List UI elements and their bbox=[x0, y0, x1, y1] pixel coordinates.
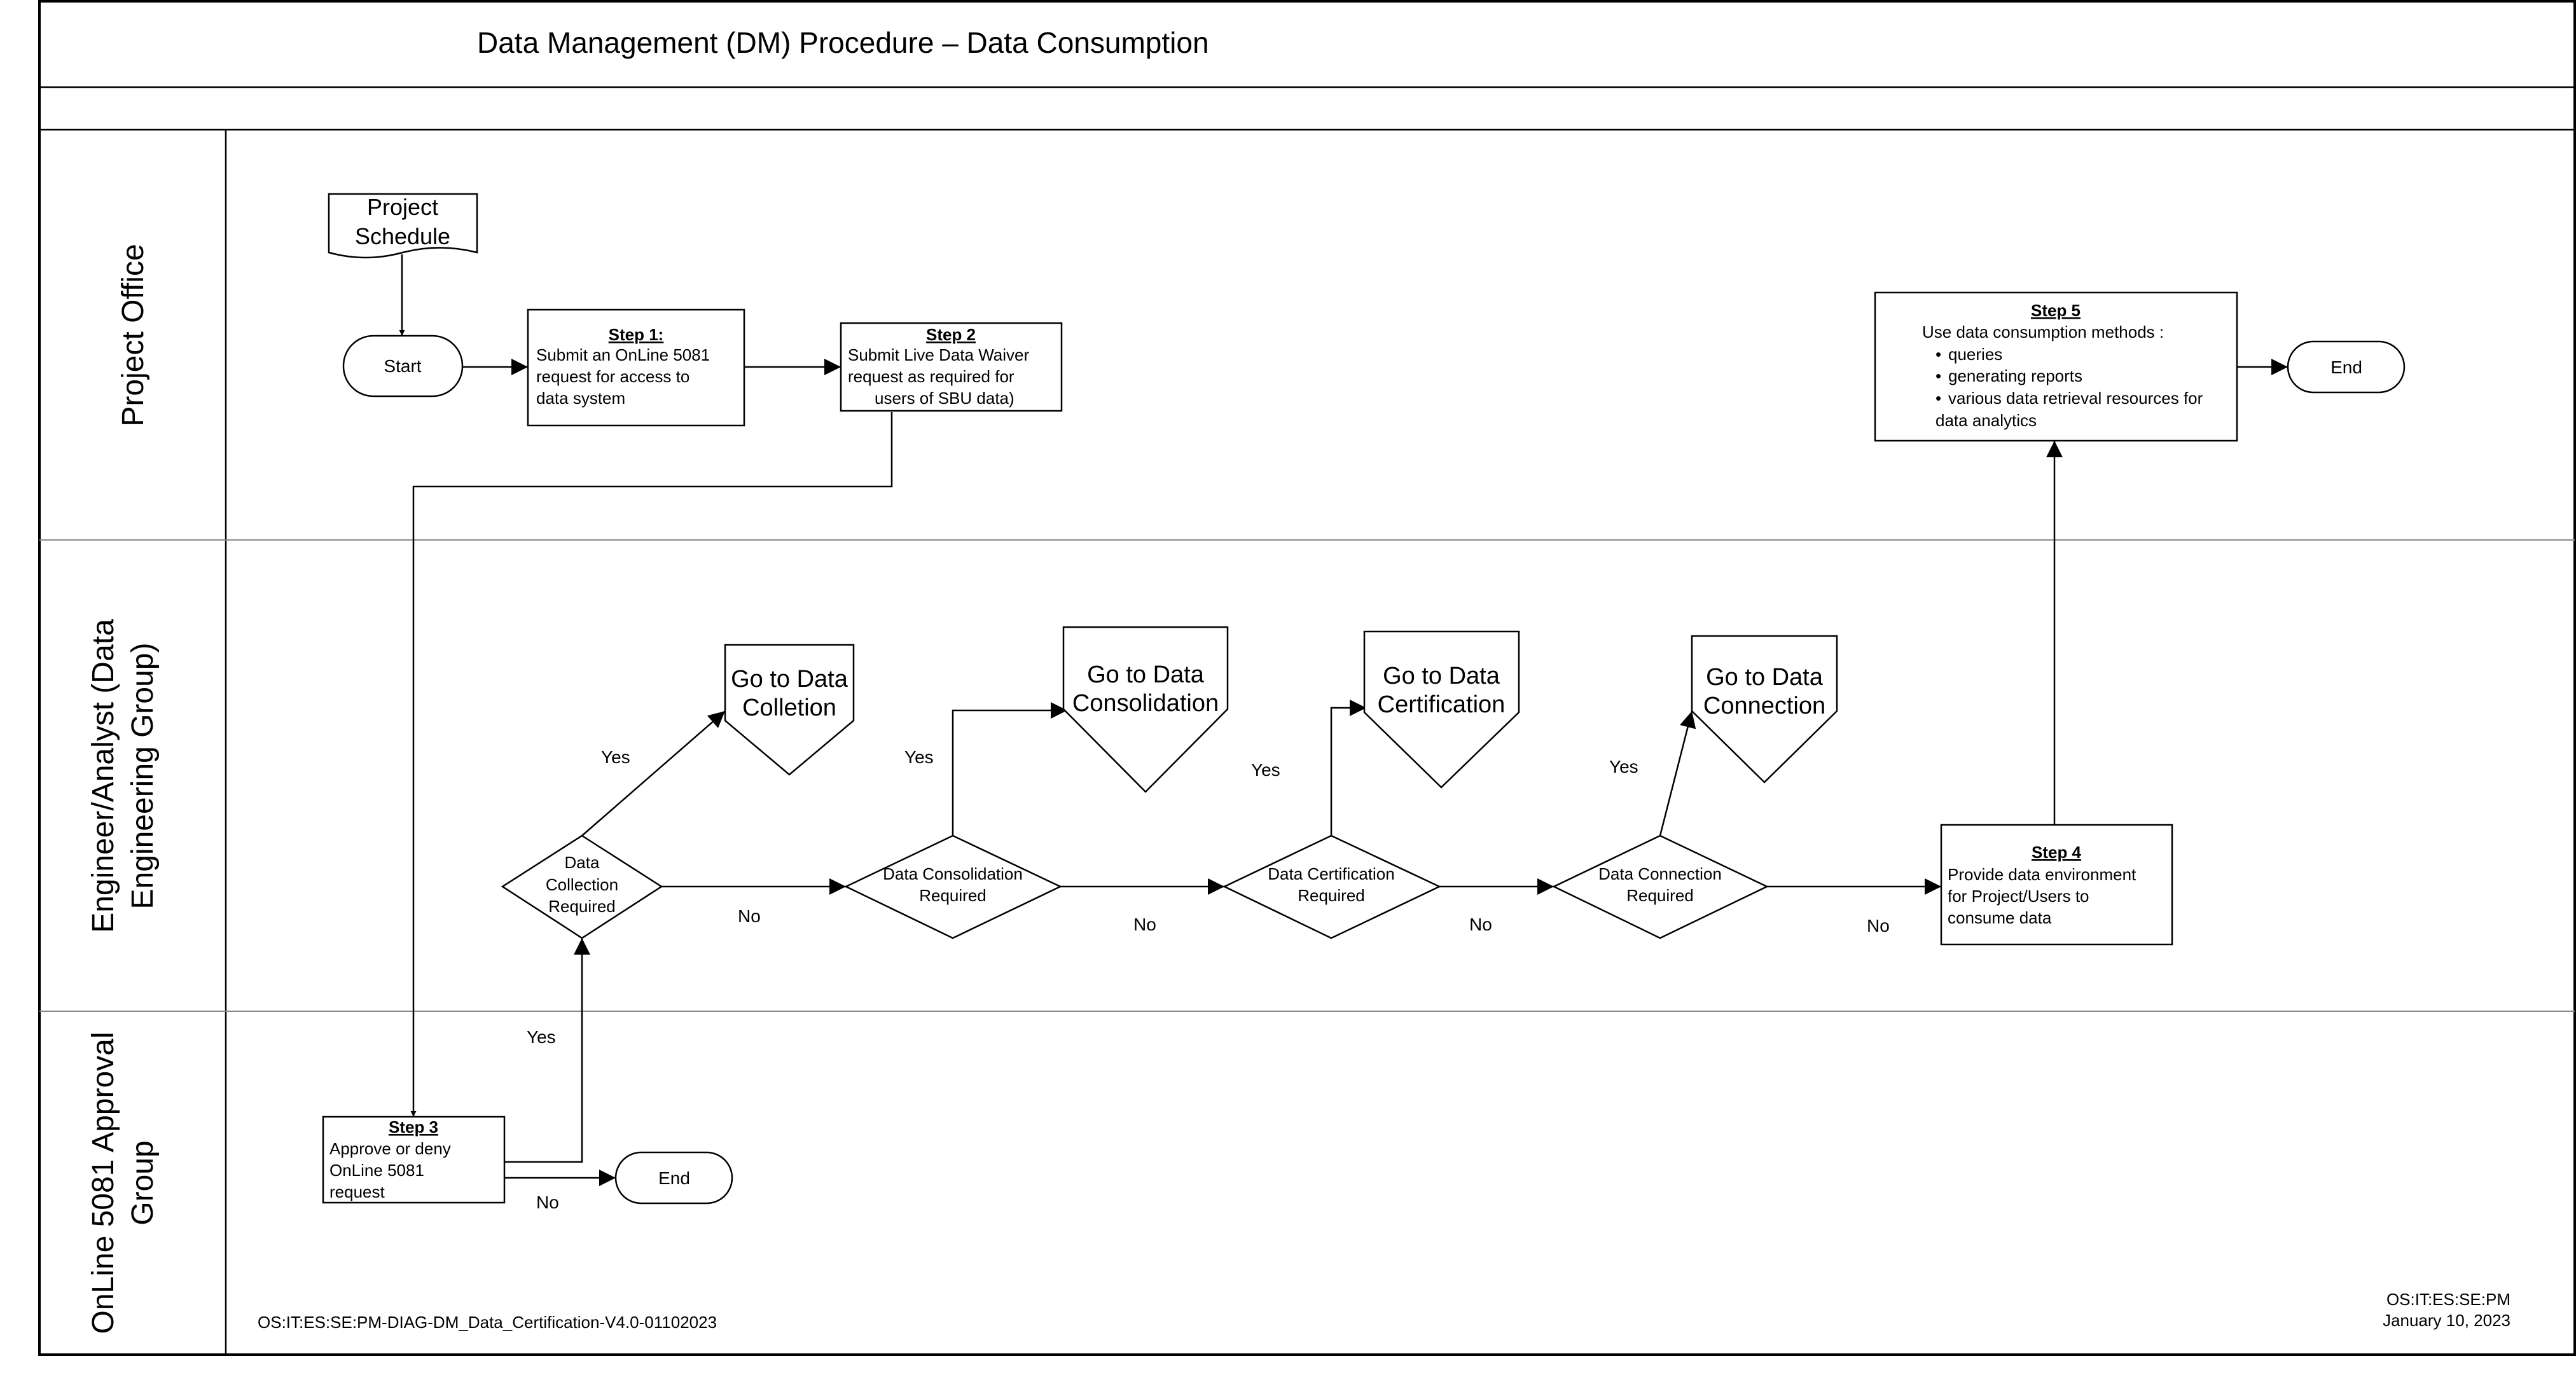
step2-box[interactable]: Step 2 Submit Live Data Waiver request a… bbox=[840, 322, 1063, 412]
decision-label: Data Consolidation bbox=[883, 864, 1023, 883]
lane-label-line: Project Office bbox=[116, 244, 150, 426]
step5-bullet-glyph: • bbox=[1935, 345, 1941, 364]
decision-label: Data Connection bbox=[1598, 864, 1722, 883]
offpage-data-certification[interactable]: Go to Data Certification bbox=[1363, 630, 1520, 789]
start-label: Start bbox=[384, 356, 421, 376]
diagram-frame bbox=[38, 0, 2576, 1356]
step4-title: Step 4 bbox=[2032, 843, 2082, 862]
end-terminator-approval[interactable]: End bbox=[614, 1151, 733, 1205]
document-label: Schedule bbox=[355, 223, 450, 249]
label-no-approval: No bbox=[536, 1192, 559, 1212]
offpage-label: Go to Data bbox=[1706, 664, 1824, 691]
connector-step3-decision-collection bbox=[504, 938, 590, 1163]
offpage-label: Go to Data bbox=[1087, 661, 1205, 688]
step1-box[interactable]: Step 1: Submit an OnLine 5081 request fo… bbox=[527, 308, 745, 427]
offpage-label: Certification bbox=[1378, 691, 1506, 718]
label-no-collection: No bbox=[738, 906, 761, 926]
step2-text: users of SBU data) bbox=[875, 389, 1014, 408]
connector-consolidation-offpage bbox=[952, 702, 1067, 836]
step3-box[interactable]: Step 3 Approve or deny OnLine 5081 reque… bbox=[322, 1116, 506, 1204]
decision-label: Data Certification bbox=[1268, 864, 1394, 883]
step1-text: request for access to bbox=[536, 367, 689, 386]
label-no-connection: No bbox=[1867, 916, 1890, 936]
document-label: Project bbox=[367, 194, 438, 220]
lane-label-line: Group bbox=[126, 1140, 160, 1225]
connector-collection-offpage bbox=[581, 710, 726, 836]
lane-label-line: Engineering Group) bbox=[126, 643, 160, 909]
step2-title: Step 2 bbox=[926, 325, 976, 344]
label-no-certification: No bbox=[1469, 915, 1492, 934]
end-label: End bbox=[658, 1168, 690, 1188]
decision-label: Required bbox=[1626, 886, 1694, 905]
offpage-label: Consolidation bbox=[1072, 690, 1219, 717]
footer-org: OS:IT:ES:SE:PM bbox=[2386, 1290, 2510, 1309]
end-label: End bbox=[2330, 357, 2362, 377]
step5-bullet: generating reports bbox=[1948, 366, 2082, 385]
flow-connectors bbox=[399, 254, 2288, 1186]
decision-label: Data bbox=[565, 853, 600, 872]
footer-doc-id: OS:IT:ES:SE:PM-DIAG-DM_Data_Certificatio… bbox=[258, 1313, 717, 1332]
footer-date: January 10, 2023 bbox=[2383, 1311, 2510, 1330]
page-title: Data Management (DM) Procedure – Data Co… bbox=[477, 26, 1209, 59]
lane-label-line: OnLine 5081 Approval bbox=[87, 1032, 120, 1334]
lane-label-project-office: Project Office bbox=[116, 244, 150, 426]
decision-label: Required bbox=[1298, 886, 1365, 905]
decision-label: Collection bbox=[546, 875, 618, 894]
step5-bullet: various data retrieval resources for bbox=[1948, 389, 2203, 408]
decision-data-certification[interactable]: Data Certification Required bbox=[1222, 834, 1441, 939]
step1-text: data system bbox=[536, 389, 625, 408]
step5-intro: Use data consumption methods : bbox=[1922, 322, 2164, 342]
step2-text: Submit Live Data Waiver bbox=[848, 345, 1029, 364]
step1-title: Step 1: bbox=[609, 325, 664, 344]
offpage-label: Go to Data bbox=[731, 666, 848, 693]
offpage-data-connection[interactable]: Go to Data Connection bbox=[1691, 635, 1838, 784]
step1-text: Submit an OnLine 5081 bbox=[536, 345, 710, 364]
decision-data-connection[interactable]: Data Connection Required bbox=[1552, 834, 1769, 939]
offpage-data-consolidation[interactable]: Go to Data Consolidation bbox=[1062, 626, 1229, 793]
step5-bullet-glyph: • bbox=[1935, 389, 1941, 408]
label-no-consolidation: No bbox=[1133, 915, 1156, 934]
step4-text: consume data bbox=[1948, 908, 2052, 927]
offpage-data-collection[interactable]: Go to Data Colletion bbox=[724, 644, 855, 776]
end-terminator-main[interactable]: End bbox=[2287, 340, 2406, 394]
label-yes-approval: Yes bbox=[527, 1027, 556, 1047]
offpage-label: Connection bbox=[1703, 693, 1825, 719]
connector-certification-offpage bbox=[1330, 700, 1366, 836]
step3-text: Approve or deny bbox=[329, 1139, 451, 1158]
offpage-label: Colletion bbox=[742, 694, 836, 721]
decision-label: Required bbox=[548, 897, 616, 916]
decision-data-consolidation[interactable]: Data Consolidation Required bbox=[844, 834, 1062, 939]
lane-label-approval: OnLine 5081 Approval Group bbox=[87, 1032, 160, 1334]
step5-text: data analytics bbox=[1935, 411, 2037, 430]
step5-title: Step 5 bbox=[2031, 301, 2081, 320]
lane-label-line: Engineer/Analyst (Data bbox=[87, 619, 120, 933]
step4-text: Provide data environment bbox=[1948, 865, 2136, 884]
label-yes-collection: Yes bbox=[601, 747, 630, 767]
step5-bullet-glyph: • bbox=[1935, 366, 1941, 385]
step3-text: request bbox=[329, 1182, 385, 1201]
decision-label: Required bbox=[919, 886, 987, 905]
offpage-label: Go to Data bbox=[1383, 663, 1500, 689]
connector-step2-step3 bbox=[410, 412, 893, 1117]
label-yes-connection: Yes bbox=[1609, 757, 1638, 777]
label-yes-consolidation: Yes bbox=[904, 747, 934, 767]
step3-text: OnLine 5081 bbox=[329, 1161, 424, 1180]
step4-text: for Project/Users to bbox=[1948, 887, 2089, 906]
branch-labels: Yes Yes Yes Yes Yes No No No No No bbox=[527, 747, 1890, 1212]
document-project-schedule[interactable]: Project Schedule bbox=[328, 193, 478, 259]
connector-connection-offpage bbox=[1659, 710, 1696, 836]
step5-box[interactable]: Step 5 Use data consumption methods : • … bbox=[1874, 291, 2238, 442]
decision-data-collection[interactable]: Data Collection Required bbox=[501, 834, 663, 939]
start-terminator[interactable]: Start bbox=[342, 335, 464, 397]
lane-label-engineer: Engineer/Analyst (Data Engineering Group… bbox=[87, 619, 160, 933]
step4-box[interactable]: Step 4 Provide data environment for Proj… bbox=[1940, 824, 2173, 946]
step3-title: Step 3 bbox=[389, 1117, 438, 1137]
step2-text: request as required for bbox=[848, 367, 1014, 386]
step5-bullet: queries bbox=[1948, 345, 2002, 364]
label-yes-certification: Yes bbox=[1251, 760, 1280, 780]
